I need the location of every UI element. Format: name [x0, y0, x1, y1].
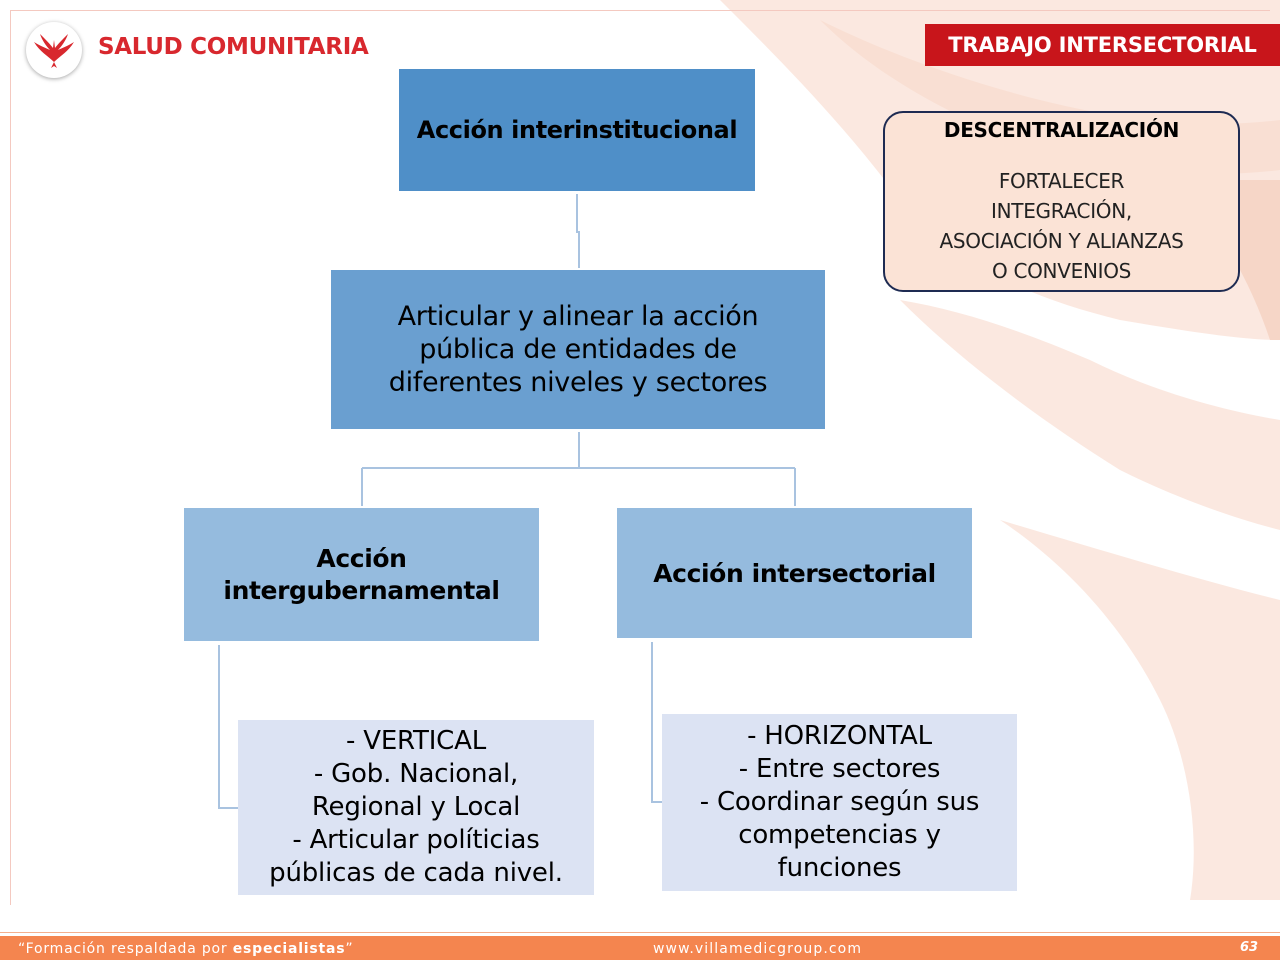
node-articulate-line: Articular y alinear la acción — [397, 301, 759, 332]
left-border — [10, 10, 11, 905]
node-interinstitutional: Acción interinstitucional — [399, 69, 755, 191]
decentralization-title: DESCENTRALIZACIÓN — [943, 118, 1180, 142]
footer-quote-close: ” — [345, 941, 354, 957]
detail-horizontal-line: - HORIZONTAL — [747, 721, 932, 751]
detail-horizontal: - HORIZONTAL - Entre sectores - Coordina… — [662, 714, 1017, 891]
brand-name: SALUD COMUNITARIA — [98, 34, 369, 60]
footer-quote-open: “Formación respaldada por — [18, 941, 233, 957]
footer-website-link[interactable]: www.villamedicgroup.com — [653, 941, 863, 957]
footer-bar — [0, 936, 1280, 960]
decentralization-line: ASOCIACIÓN Y ALIANZAS — [939, 229, 1184, 253]
decentralization-box: DESCENTRALIZACIÓN FORTALECER INTEGRACIÓN… — [883, 111, 1240, 292]
detail-vertical-line: - Gob. Nacional, — [313, 759, 519, 789]
detail-horizontal-line: funciones — [777, 853, 902, 883]
page-number: 63 — [1240, 940, 1259, 955]
detail-vertical-line: - Articular políticias — [292, 825, 540, 855]
detail-vertical-line: Regional y Local — [311, 792, 521, 822]
top-border — [10, 10, 1270, 11]
node-articulate: Articular y alinear la acción pública de… — [331, 270, 825, 429]
node-intergovernmental-line: Acción — [316, 543, 407, 573]
footer-quote: “Formación respaldada por especialistas” — [18, 941, 353, 957]
logo — [26, 22, 82, 78]
node-intergovernmental: Acción intergubernamental — [184, 508, 539, 641]
detail-vertical-line: - VERTICAL — [345, 726, 486, 756]
node-intersectoral-label: Acción intersectorial — [653, 558, 936, 588]
node-intersectoral: Acción intersectorial — [617, 508, 972, 638]
decentralization-line: INTEGRACIÓN, — [991, 199, 1132, 223]
node-interinstitutional-label: Acción interinstitucional — [416, 116, 738, 144]
detail-horizontal-line: - Coordinar según sus — [699, 787, 980, 817]
detail-vertical: - VERTICAL - Gob. Nacional, Regional y L… — [238, 720, 594, 895]
detail-vertical-line: públicas de cada nivel. — [269, 858, 563, 888]
section-tag: TRABAJO INTERSECTORIAL — [925, 24, 1280, 66]
decentralization-line: FORTALECER — [998, 169, 1125, 193]
phoenix-logo-icon — [34, 34, 74, 68]
decentralization-line: O CONVENIOS — [991, 259, 1132, 283]
node-intergovernmental-line: intergubernamental — [223, 575, 500, 605]
node-articulate-line: diferentes niveles y sectores — [388, 367, 768, 398]
footer-quote-bold: especialistas — [232, 941, 346, 957]
detail-horizontal-line: competencias y — [738, 820, 941, 850]
node-articulate-line: pública de entidades de — [419, 334, 737, 365]
footer-divider — [0, 932, 1280, 933]
detail-horizontal-line: - Entre sectores — [738, 754, 941, 784]
